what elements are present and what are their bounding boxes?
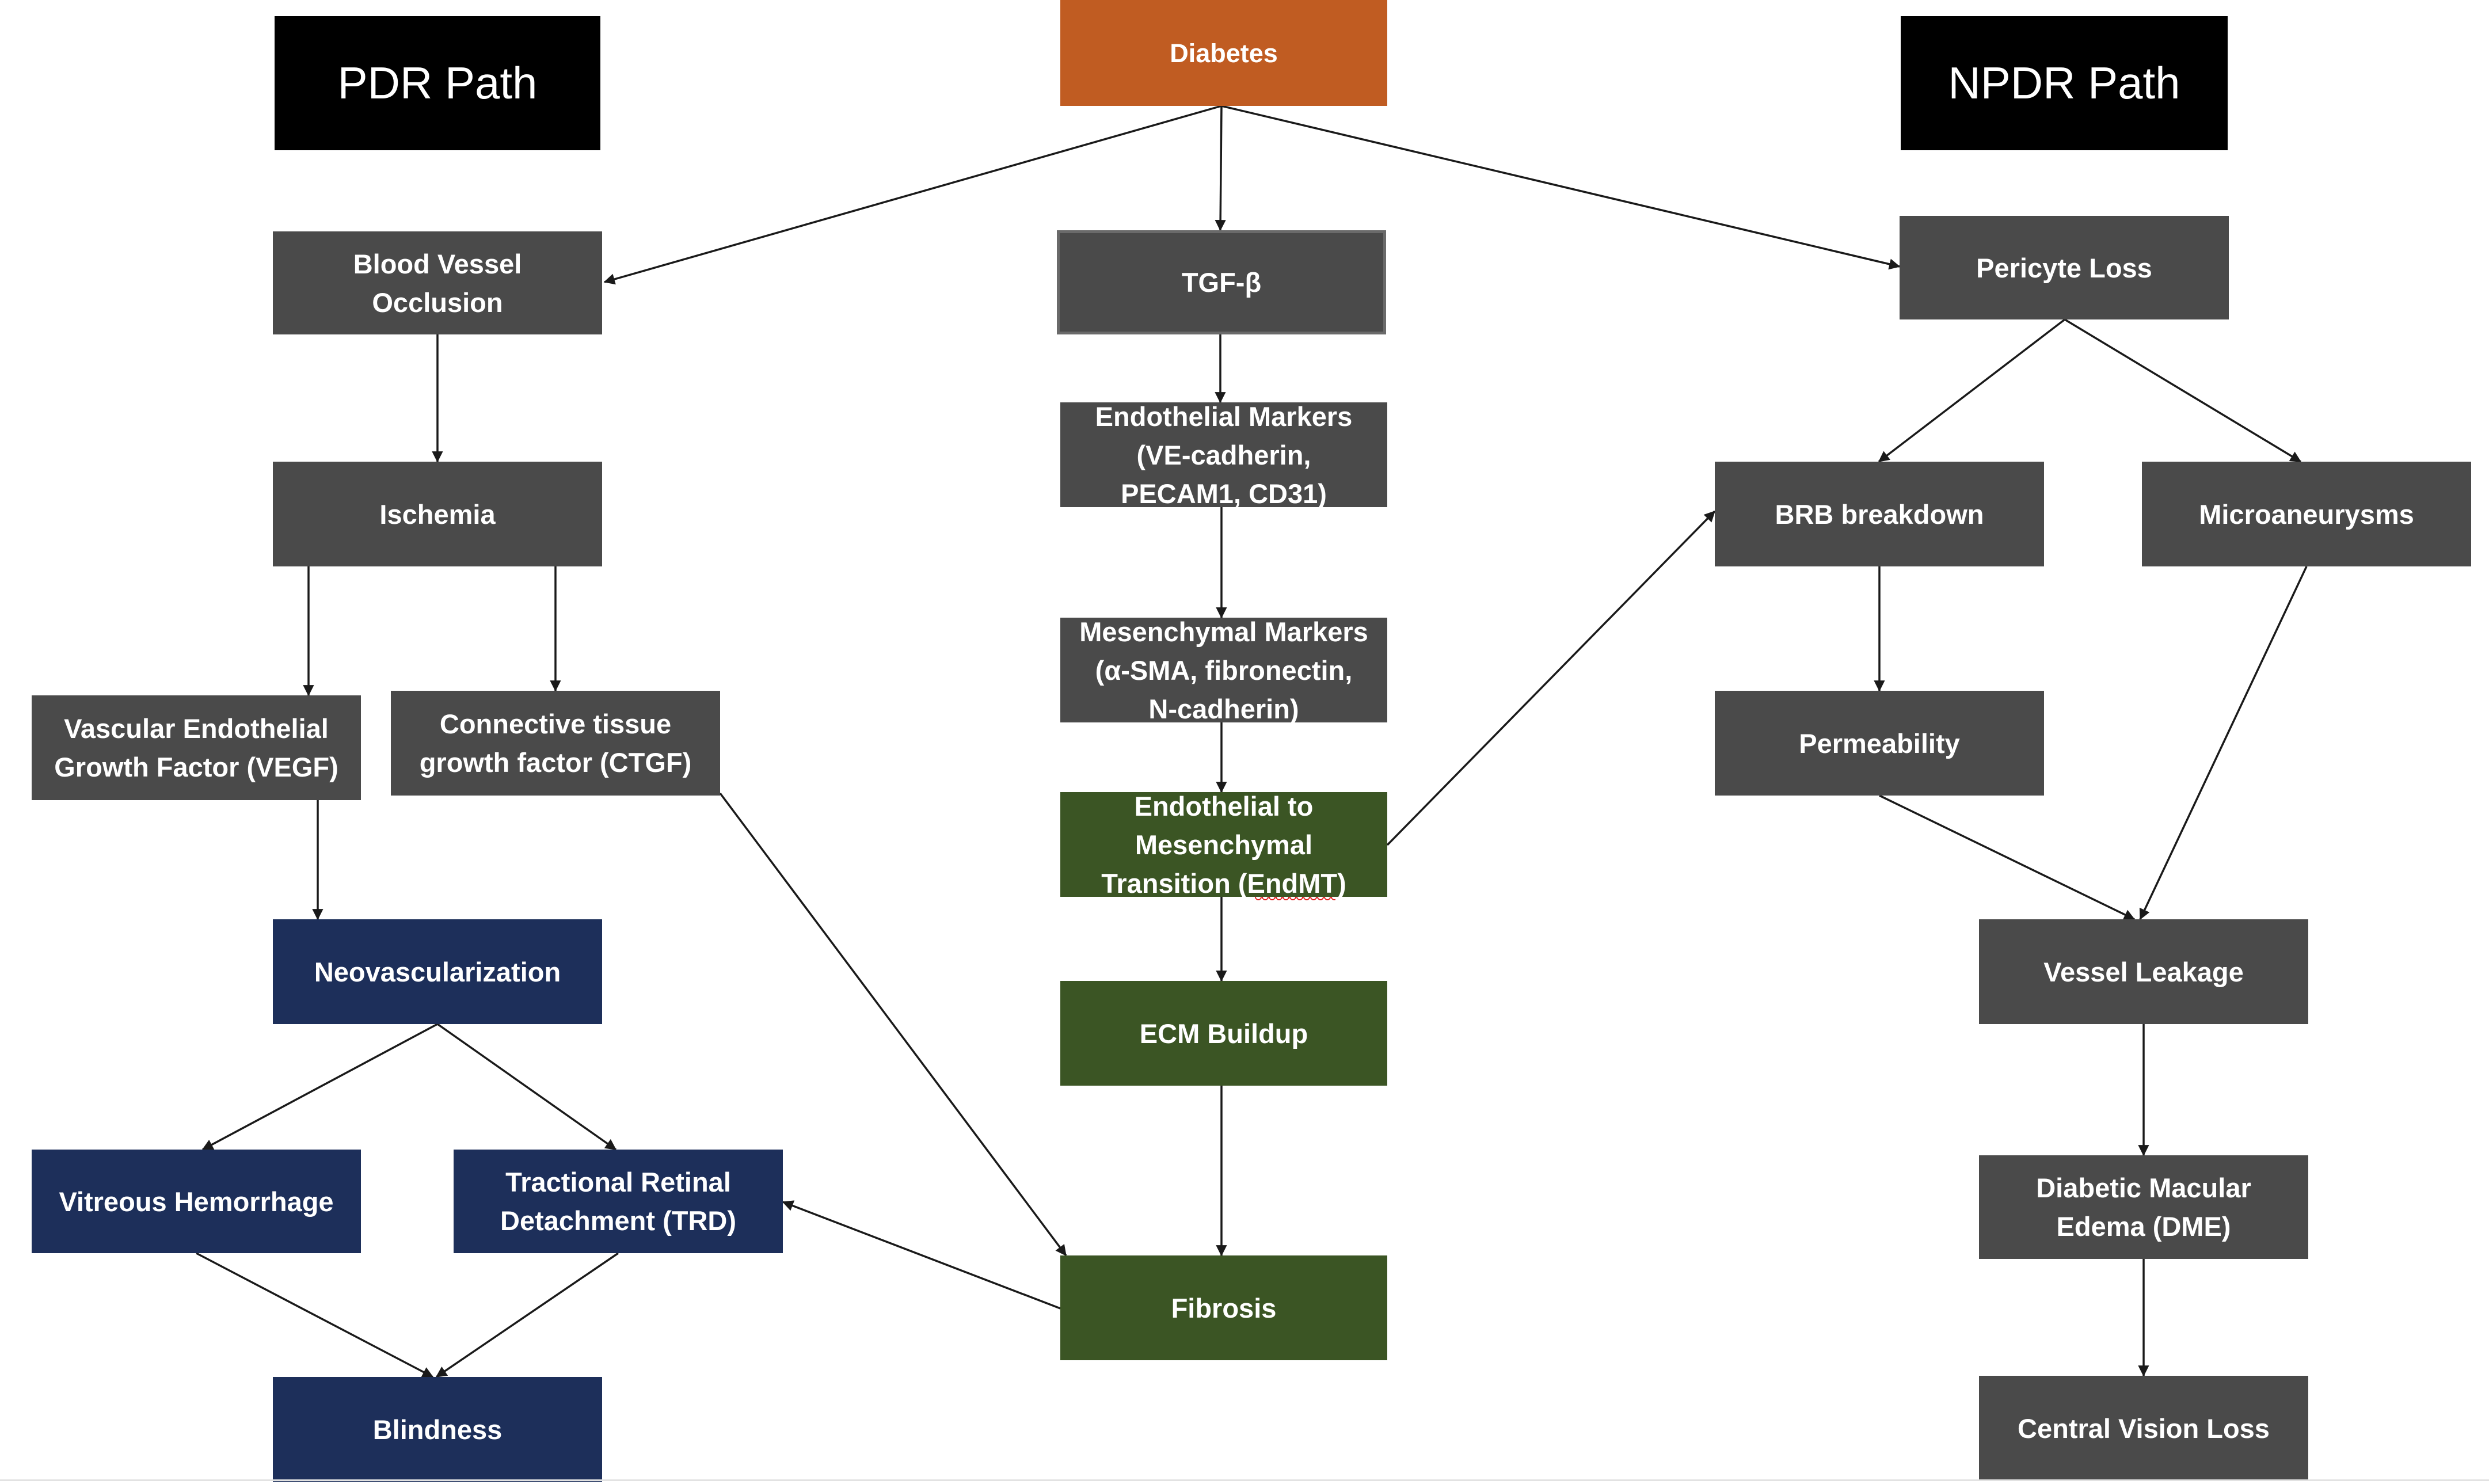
blindness-node: Blindness <box>273 1377 602 1482</box>
permeability-node: Permeability <box>1715 691 2044 796</box>
arrow-diabetes-to-tgf-beta <box>1215 105 1226 231</box>
arrow-fibrosis-to-trd <box>782 1200 1061 1310</box>
vegf-node: Vascular Endothelial Growth Factor (VEGF… <box>32 695 361 800</box>
tgf-beta-node: TGF-β <box>1057 230 1386 334</box>
diabetes-node: Diabetes <box>1060 0 1387 106</box>
mesenchymal-markers-node: Mesenchymal Markers (α-SMA, fibronectin,… <box>1060 617 1387 724</box>
vitreous-hemorrhage-node: Vitreous Hemorrhage <box>32 1150 361 1253</box>
arrow-pericyte-loss-to-brb-breakdown <box>1878 318 2066 463</box>
arrow-trd-to-blindness <box>435 1252 619 1378</box>
arrow-neovascularization-to-vitreous-hemorrhage <box>201 1023 438 1151</box>
brb-breakdown-node: BRB breakdown <box>1715 462 2044 566</box>
neovascularization-node: Neovascularization <box>273 919 602 1024</box>
pericyte-loss-node: Pericyte Loss <box>1900 216 2229 319</box>
ctgf-node: Connective tissue growth factor (CTGF) <box>391 691 720 796</box>
microaneurysms-node: Microaneurysms <box>2142 462 2471 566</box>
arrow-diabetes-to-pericyte-loss <box>1221 105 1901 270</box>
arrow-endmt-to-brb-breakdown <box>1386 510 1716 846</box>
arrow-neovascularization-to-trd <box>436 1023 617 1151</box>
spellcheck-underline <box>1255 897 1335 903</box>
trd-node: Tractional Retinal Detachment (TRD) <box>454 1150 783 1253</box>
arrow-pericyte-loss-to-microaneurysms <box>2064 318 2302 463</box>
arrow-microaneurysms-to-vessel-leakage <box>2139 566 2308 920</box>
arrow-ctgf-to-fibrosis <box>719 792 1067 1257</box>
endmt-node: Endothelial to Mesenchymal Transition (E… <box>1060 791 1387 899</box>
ischemia-node: Ischemia <box>273 462 602 566</box>
pdr-path-header: PDR Path <box>275 16 600 150</box>
arrow-diabetes-to-blood-vessel-occlusion <box>603 105 1222 285</box>
arrow-vitreous-hemorrhage-to-blindness <box>196 1252 434 1378</box>
dme-node: Diabetic Macular Edema (DME) <box>1979 1155 2308 1259</box>
fibrosis-node: Fibrosis <box>1060 1255 1387 1360</box>
arrow-permeability-to-vessel-leakage <box>1879 794 2136 920</box>
blood-vessel-occlusion-node: Blood Vessel Occlusion <box>273 231 602 334</box>
central-vision-loss-node: Central Vision Loss <box>1979 1376 2308 1481</box>
bottom-divider <box>0 1479 2489 1481</box>
vessel-leakage-node: Vessel Leakage <box>1979 919 2308 1024</box>
ecm-buildup-node: ECM Buildup <box>1060 981 1387 1086</box>
endothelial-markers-node: Endothelial Markers (VE-cadherin, PECAM1… <box>1060 401 1387 509</box>
npdr-path-header: NPDR Path <box>1901 16 2228 150</box>
